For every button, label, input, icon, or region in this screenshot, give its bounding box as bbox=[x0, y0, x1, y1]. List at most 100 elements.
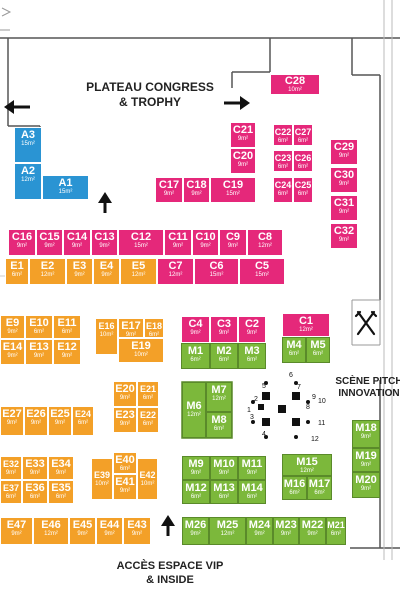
booth-size: 9m² bbox=[254, 531, 265, 537]
